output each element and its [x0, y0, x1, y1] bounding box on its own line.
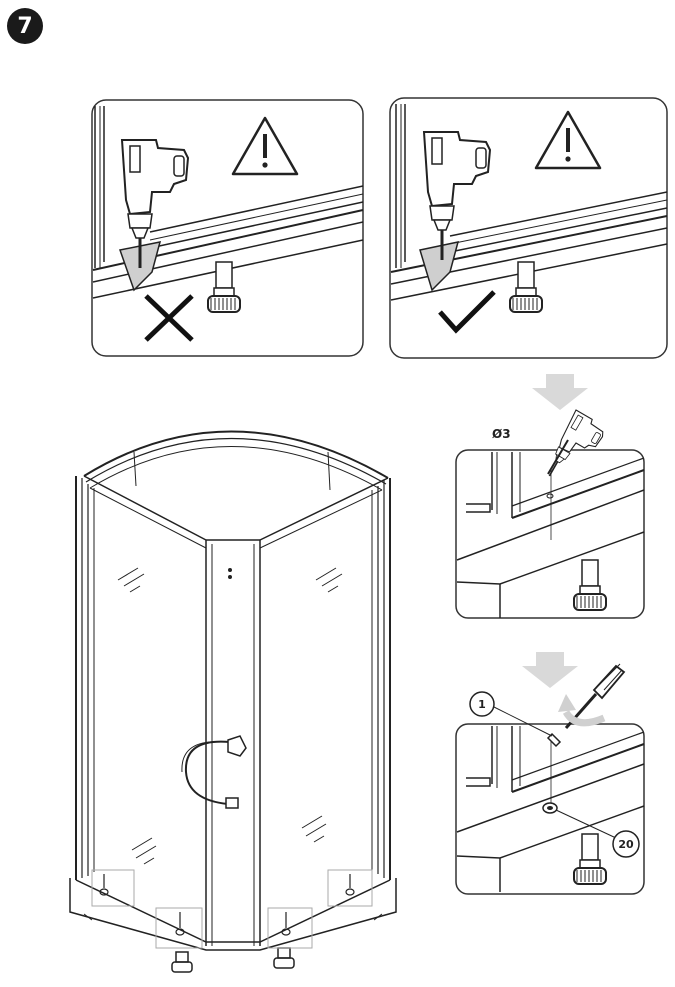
correct-method-panel [389, 97, 668, 359]
wrong-method-panel [91, 99, 364, 357]
arrow-down-icon [532, 374, 588, 410]
part-callout-1: 1 [469, 691, 553, 737]
arrow-down-icon [522, 652, 578, 688]
drill-detail-panel [455, 449, 645, 619]
step-number-badge: 7 [7, 8, 43, 44]
drill-bit-size-label: Ø3 [492, 427, 511, 441]
svg-text:1: 1 [478, 698, 486, 711]
cross-icon [144, 294, 194, 342]
shower-enclosure [69, 430, 397, 973]
screw-detail-panel [455, 723, 645, 895]
check-icon [438, 290, 496, 334]
part-callout-20: 20 [555, 809, 640, 858]
svg-text:20: 20 [618, 838, 634, 851]
